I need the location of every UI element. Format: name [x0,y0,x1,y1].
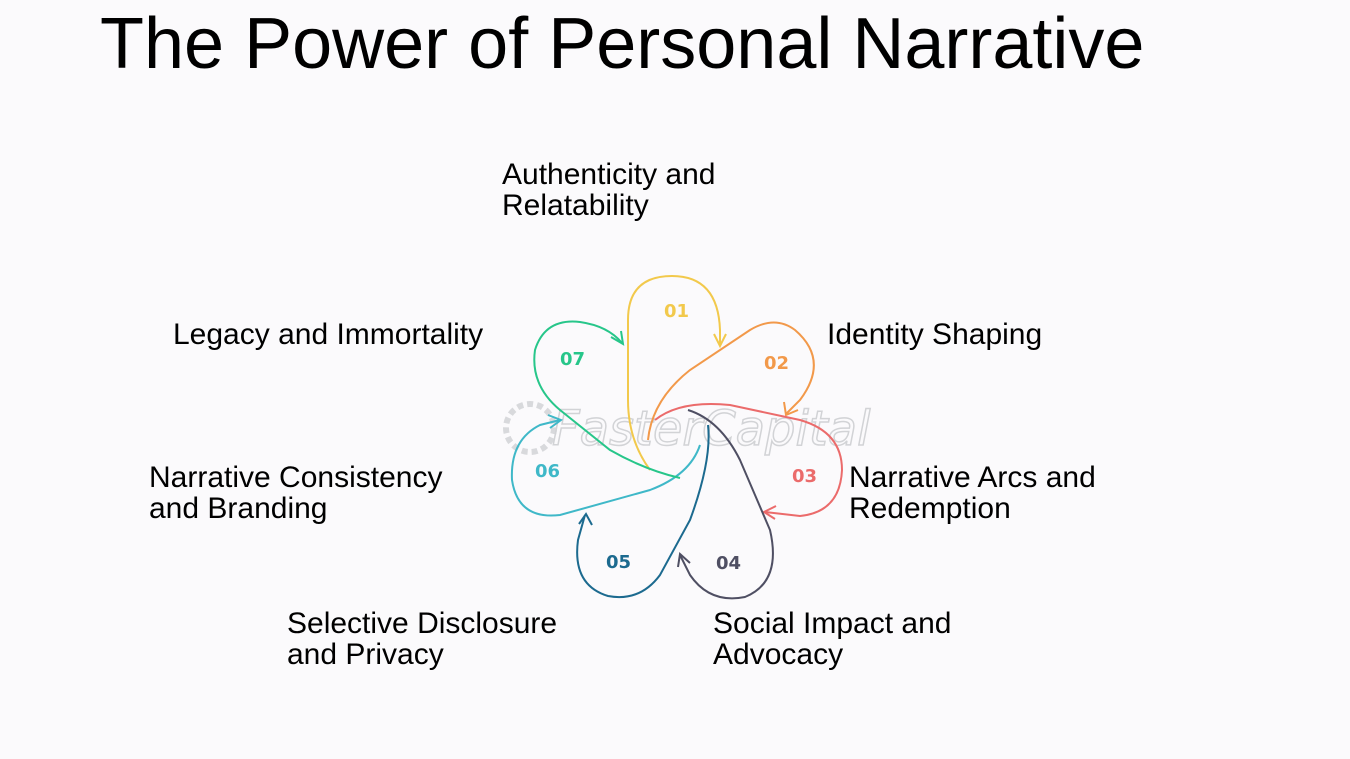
petal-06-arrow-icon [547,414,564,429]
petal-number-05: 05 [606,552,631,573]
label-narrative-arcs-line-2: Redemption [849,492,1011,525]
label-social-impact-line-1: Social Impact and [713,607,952,640]
label-selective-disclosure-line-1: Selective Disclosure [287,607,558,640]
label-narrative-consistency-line-1: Narrative Consistency [149,461,443,494]
petal-07-arrow-icon [610,330,625,346]
petal-04-arrow-icon [677,552,691,568]
label-authenticity-line-2: Relatability [502,189,649,222]
label-narrative-consistency: Narrative Consistency and Branding [149,462,442,524]
petal-02-arrow-icon [783,401,799,417]
petal-number-01: 01 [664,301,689,322]
petal-06 [510,419,701,517]
petal-number-02: 02 [764,353,789,374]
petal-02 [647,321,815,441]
petal-04 [679,409,774,600]
label-social-impact: Social Impact and Advocacy [713,608,951,670]
label-authenticity-line-1: Authenticity and [502,158,716,191]
petal-number-04: 04 [716,553,741,574]
petal-05-arrow-icon [578,512,593,526]
petal-07 [533,320,681,479]
petal-number-07: 07 [560,349,585,370]
label-narrative-arcs: Narrative Arcs and Redemption [849,462,1096,524]
watermark-text: FasterCapital [552,401,871,457]
petal-01-arrow-icon [713,333,727,349]
label-social-impact-line-2: Advocacy [713,638,844,671]
label-legacy-line-1: Legacy and Immortality [173,318,484,351]
petal-number-06: 06 [535,461,560,482]
label-authenticity: Authenticity and Relatability [502,159,715,221]
label-selective-disclosure-line-2: and Privacy [287,638,444,671]
petal-05 [576,424,710,598]
label-selective-disclosure: Selective Disclosure and Privacy [287,608,557,670]
petal-01 [627,274,721,471]
label-identity-shaping: Identity Shaping [827,319,1042,350]
label-identity-shaping-line-1: Identity Shaping [827,318,1043,351]
watermark: FasterCapital [503,400,872,458]
label-legacy: Legacy and Immortality [173,319,483,350]
label-narrative-arcs-line-1: Narrative Arcs and [849,461,1096,494]
label-narrative-consistency-line-2: and Branding [149,492,328,525]
petal-03-arrow-icon [761,505,777,520]
petal-number-03: 03 [792,466,817,487]
watermark-gear-icon [503,401,557,455]
page-title: The Power of Personal Narrative [100,4,1145,84]
petal-03 [654,403,844,518]
